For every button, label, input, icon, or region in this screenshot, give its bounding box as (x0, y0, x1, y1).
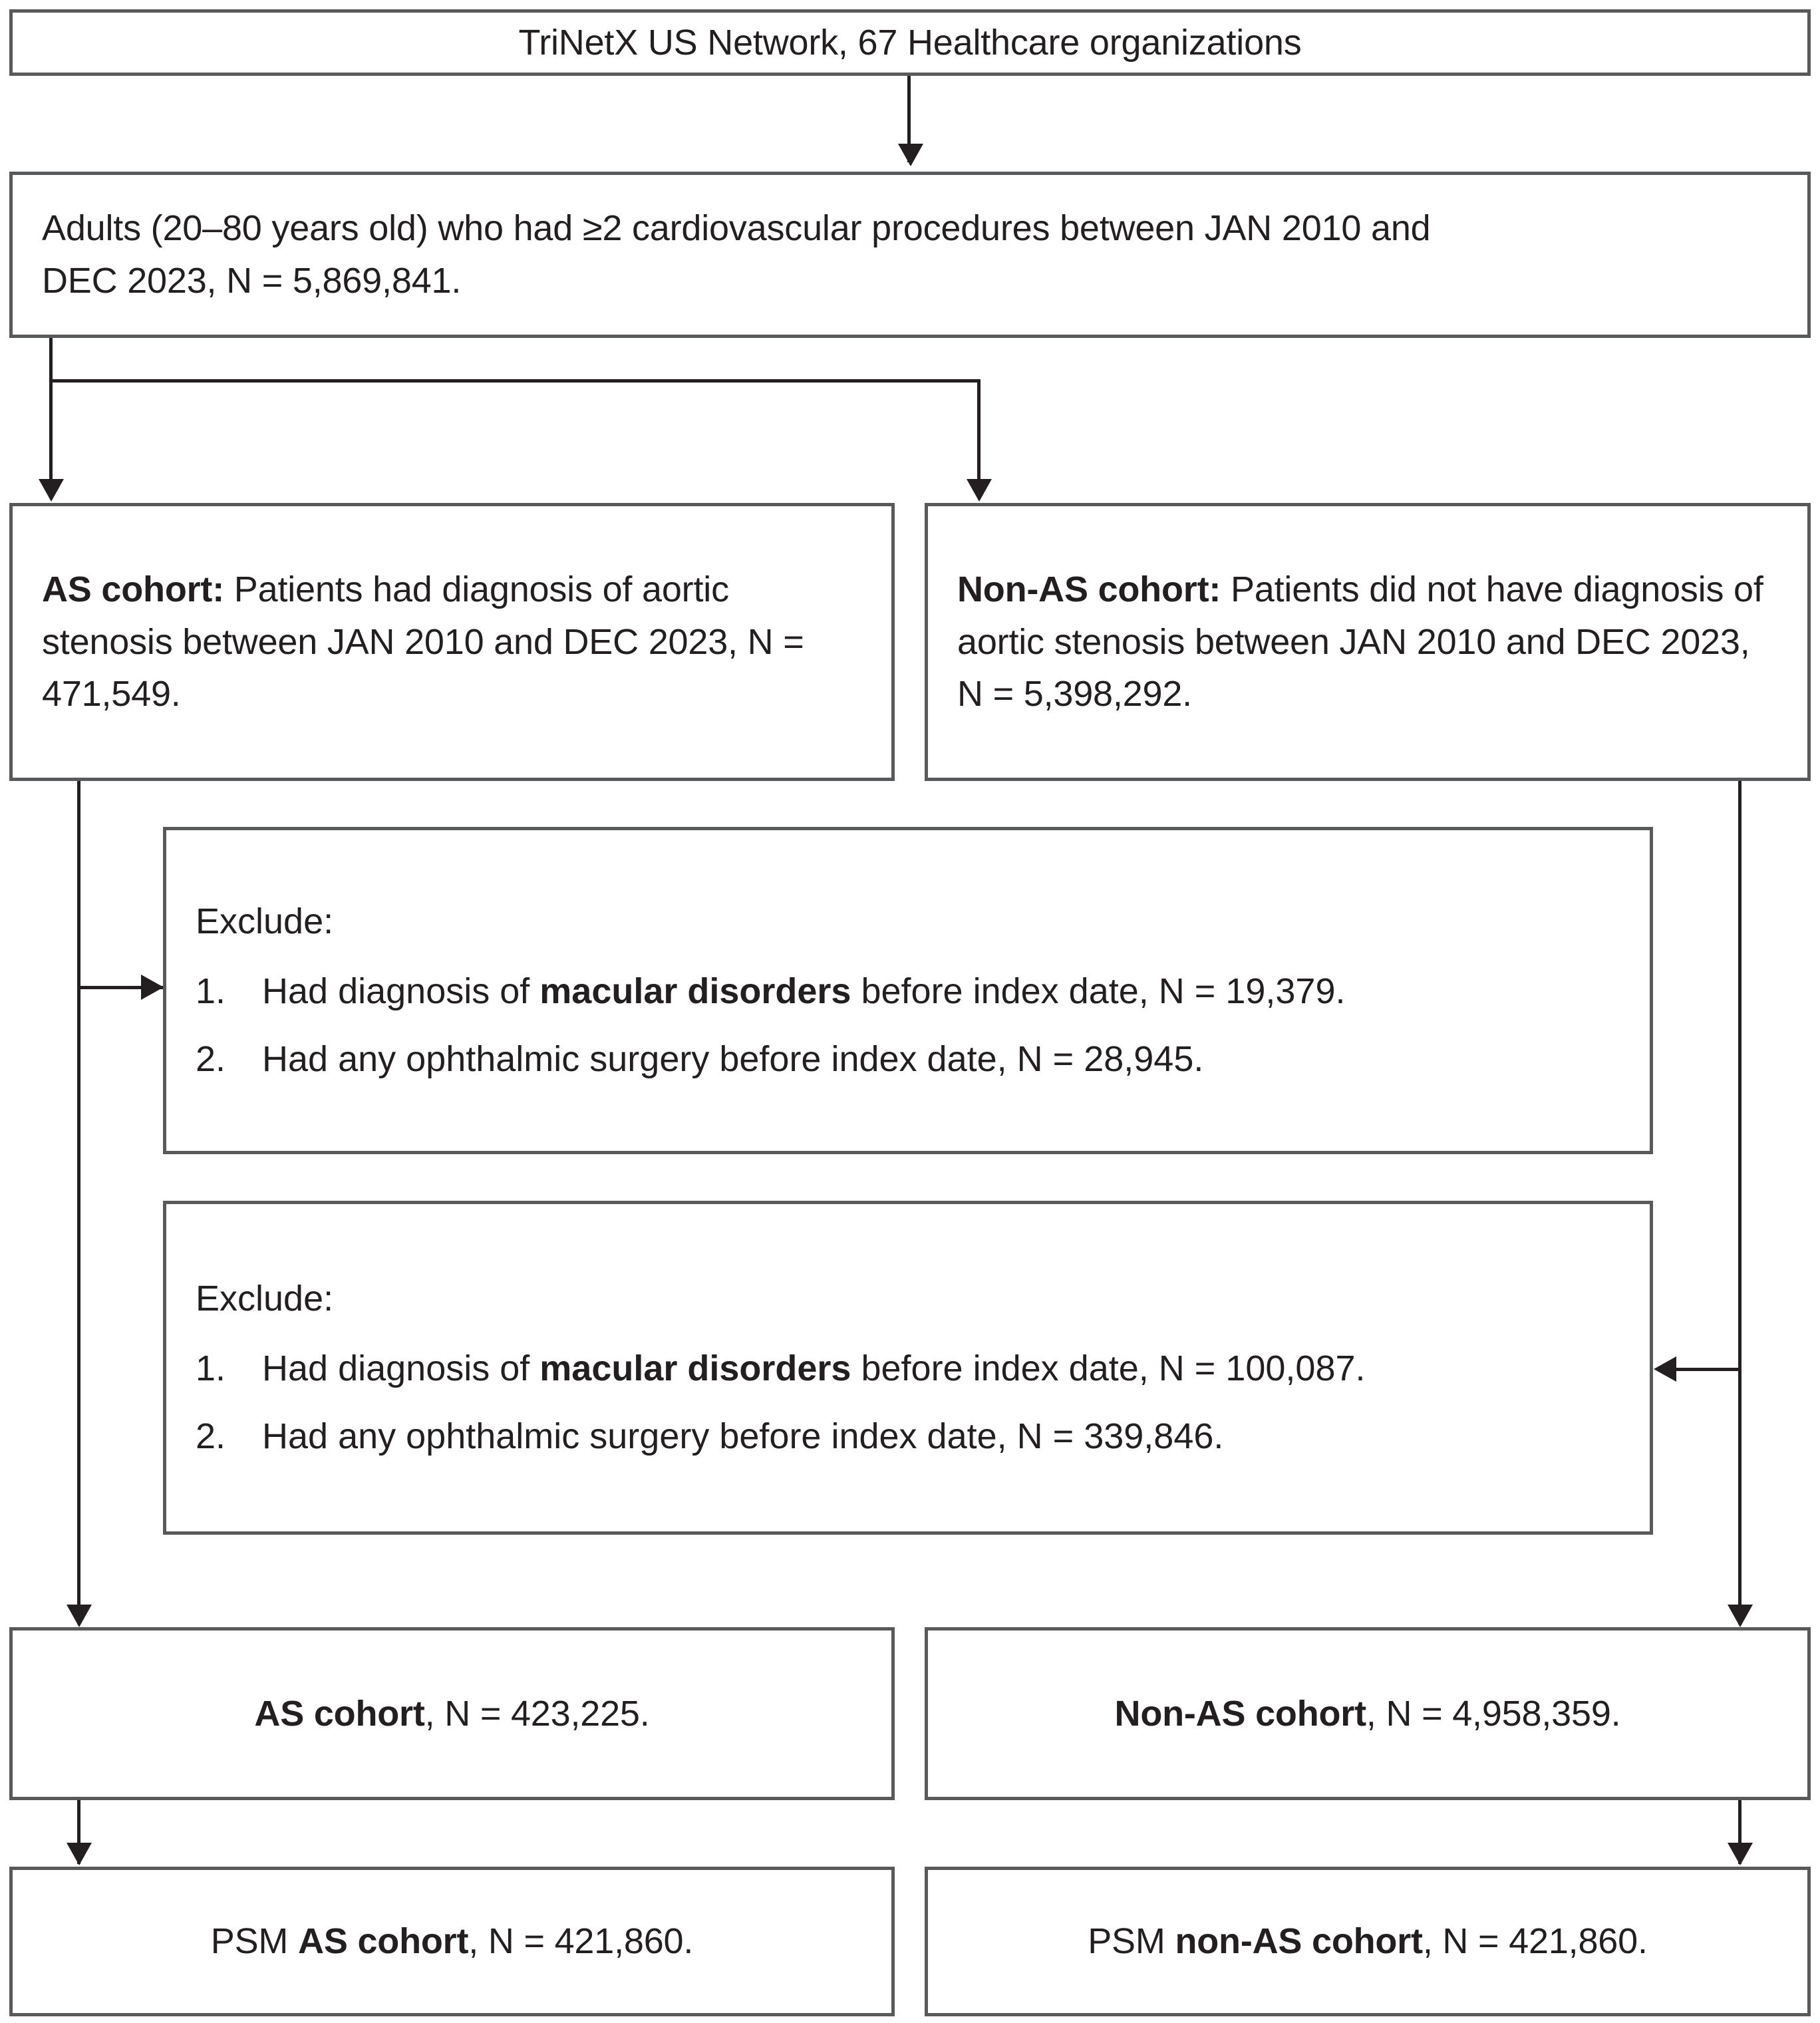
arrowhead-as-to-exclude (141, 975, 164, 1000)
list-item-number: 1. (196, 971, 226, 1011)
node-exclude-non-as: Exclude: 1. Had diagnosis of macular diso… (163, 1201, 1653, 1535)
node-psm-as-bold: AS cohort (298, 1921, 469, 1962)
node-exclude-as: Exclude: 1. Had diagnosis of macular diso… (163, 827, 1653, 1154)
arrowhead-non-as-to-non-as-final (1728, 1605, 1753, 1627)
arrowhead-non-as-to-exclude (1654, 1356, 1676, 1382)
node-as-final-bold: AS cohort (254, 1693, 425, 1734)
node-non-as-cohort-rest: Patients did not have diagnosis of aorti… (957, 569, 1763, 714)
node-psm-as-rest: , N = 421,860. (468, 1921, 694, 1962)
node-eligible-line1: Adults (20–80 years old) who had ≥2 card… (42, 208, 1431, 249)
list-item-pre: Had any ophthalmic surgery before index … (262, 1039, 1204, 1080)
node-eligible: Adults (20–80 years old) who had ≥2 card… (9, 172, 1811, 338)
list-item-bold: macular disorders (539, 1348, 851, 1388)
node-non-as-cohort: Non-AS cohort: Patients did not have dia… (925, 503, 1811, 781)
connector-eligible-split-horizontal (49, 379, 981, 383)
node-psm-non-as-bold: non-AS cohort (1175, 1921, 1423, 1962)
arrowhead-eligible-to-nonas (967, 479, 992, 502)
connector-non-as-final-to-psm (1738, 1800, 1742, 1864)
list-item-post: before index date, N = 100,087. (851, 1348, 1366, 1388)
node-psm-as: PSM AS cohort, N = 421,860. (9, 1867, 895, 2016)
connector-source-to-eligible (907, 76, 911, 162)
node-source: TriNetX US Network, 67 Healthcare organi… (9, 9, 1811, 76)
node-psm-as-pre: PSM (210, 1921, 299, 1962)
node-as-final-text: AS cohort, N = 423,225. (13, 1688, 891, 1740)
list-item: 1. Had diagnosis of macular disorders bef… (196, 970, 1620, 1013)
list-item: 2. Had any ophthalmic surgery before inde… (196, 1038, 1620, 1081)
node-exclude-non-as-list: 1. Had diagnosis of macular disorders bef… (196, 1347, 1620, 1459)
connector-as-to-exclude (80, 986, 164, 989)
node-non-as-final-rest: , N = 4,958,359. (1366, 1693, 1621, 1734)
node-as-final-rest: , N = 423,225. (424, 1693, 650, 1734)
node-eligible-line2: DEC 2023, N = 5,869,841. (42, 261, 462, 301)
connector-as-spine (77, 781, 80, 1625)
node-non-as-final-bold: Non-AS cohort (1114, 1693, 1367, 1734)
node-as-cohort-rest: Patients had diagnosis of aortic stenosi… (42, 569, 804, 714)
node-as-cohort: AS cohort: Patients had diagnosis of aor… (9, 503, 895, 781)
arrowhead-source-to-eligible (898, 144, 923, 166)
node-as-cohort-text: AS cohort: Patients had diagnosis of aor… (42, 563, 862, 720)
node-non-as-cohort-bold: Non-AS cohort: (957, 569, 1221, 609)
list-item: 1. Had diagnosis of macular disorders bef… (196, 1347, 1620, 1390)
arrowhead-eligible-to-as (39, 479, 64, 502)
node-as-final: AS cohort, N = 423,225. (9, 1627, 895, 1800)
node-source-label: TriNetX US Network, 67 Healthcare organi… (518, 22, 1302, 63)
connector-eligible-stem (49, 338, 53, 498)
list-item-number: 2. (196, 1416, 226, 1457)
node-non-as-cohort-text: Non-AS cohort: Patients did not have dia… (957, 563, 1778, 720)
node-psm-non-as: PSM non-AS cohort, N = 421,860. (925, 1867, 1811, 2016)
connector-eligible-to-nonas (977, 379, 981, 498)
list-item-post: before index date, N = 19,379. (851, 971, 1346, 1011)
list-item-pre: Had diagnosis of (262, 1348, 540, 1388)
arrowhead-as-to-as-final (67, 1605, 92, 1627)
connector-non-as-to-exclude (1676, 1368, 1742, 1371)
list-item-number: 1. (196, 1348, 226, 1388)
connector-as-final-to-psm (77, 1800, 80, 1864)
connector-non-as-spine (1738, 781, 1742, 1625)
arrowhead-as-final-to-psm (67, 1843, 92, 1865)
node-psm-as-text: PSM AS cohort, N = 421,860. (13, 1915, 891, 1968)
list-item-bold: macular disorders (539, 971, 851, 1011)
node-non-as-final-text: Non-AS cohort, N = 4,958,359. (928, 1688, 1807, 1740)
arrowhead-non-as-final-to-psm (1728, 1843, 1753, 1865)
node-as-cohort-bold: AS cohort: (42, 569, 224, 609)
node-exclude-non-as-heading: Exclude: (196, 1278, 334, 1319)
node-exclude-as-list: 1. Had diagnosis of macular disorders bef… (196, 970, 1620, 1082)
list-item-pre: Had any ophthalmic surgery before index … (262, 1416, 1224, 1457)
node-psm-non-as-text: PSM non-AS cohort, N = 421,860. (928, 1915, 1807, 1968)
list-item-number: 2. (196, 1039, 226, 1080)
node-non-as-final: Non-AS cohort, N = 4,958,359. (925, 1627, 1811, 1800)
node-exclude-as-heading: Exclude: (196, 901, 334, 941)
node-psm-non-as-pre: PSM (1088, 1921, 1175, 1962)
node-psm-non-as-rest: , N = 421,860. (1422, 1921, 1648, 1962)
list-item-pre: Had diagnosis of (262, 971, 540, 1011)
list-item: 2. Had any ophthalmic surgery before inde… (196, 1415, 1620, 1458)
